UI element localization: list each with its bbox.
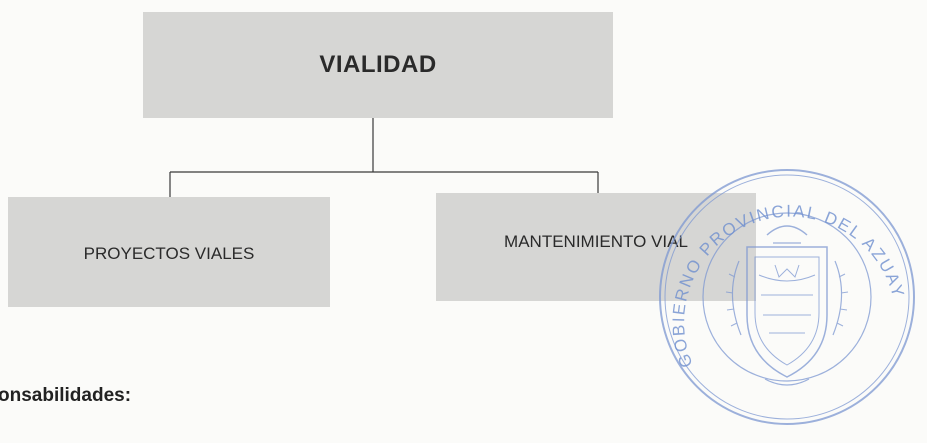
- org-node-label: PROYECTOS VIALES: [83, 244, 255, 263]
- org-node-label: MANTENIMIENTO VIAL: [504, 232, 688, 251]
- org-node-label: VIALIDAD: [319, 51, 437, 78]
- org-node-proyectos-viales: PROYECTOS VIALES: [8, 197, 330, 307]
- section-heading: onsabilidades:: [0, 385, 132, 406]
- org-node-vialidad: VIALIDAD: [143, 12, 613, 118]
- org-node-mantenimiento-vial: MANTENIMIENTO VIAL: [436, 193, 756, 301]
- official-seal-stamp: GOBIERNO PROVINCIAL DEL AZUAY: [659, 169, 915, 425]
